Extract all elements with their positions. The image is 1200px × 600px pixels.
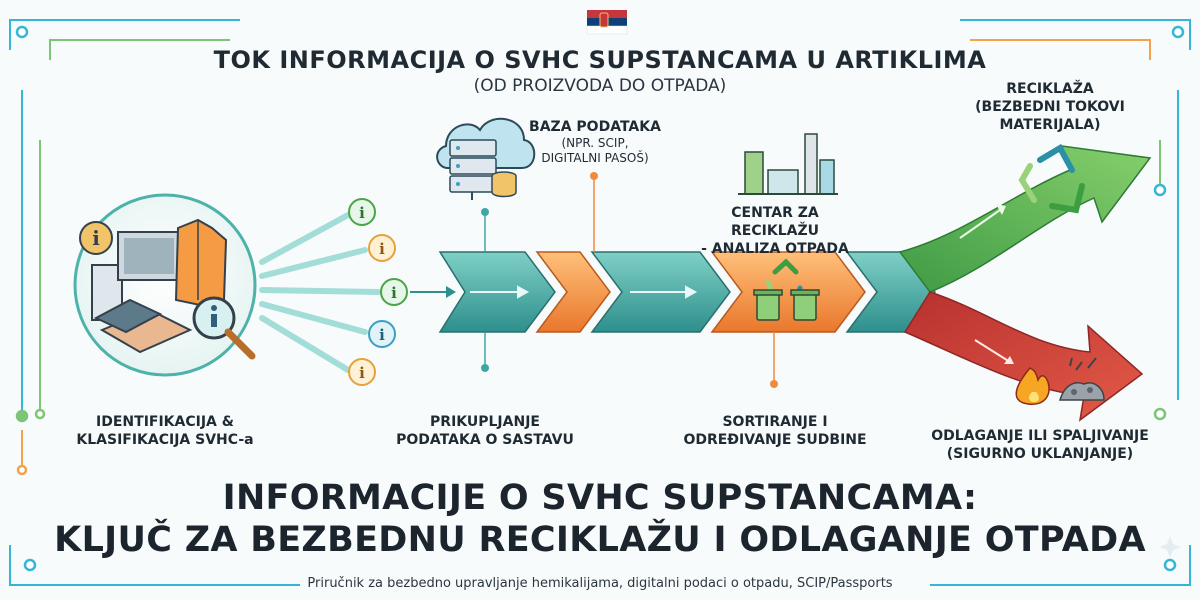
info-icon: i — [368, 234, 396, 262]
identification-illustration: i — [73, 193, 257, 377]
sparkle-icon — [1159, 536, 1181, 558]
fabric-icon — [93, 298, 193, 354]
computer-icon — [91, 231, 181, 321]
info-icon: i — [79, 221, 113, 255]
factory-icon — [738, 133, 838, 195]
flow-entry-arrow — [410, 286, 456, 298]
chevron-recycling-center — [710, 251, 866, 333]
label-collection: PRIKUPLJANJE PODATAKA O SASTAVU — [396, 414, 574, 448]
footer-note: Priručnik za bezbedno upravljanje hemika… — [307, 576, 893, 591]
svg-text:i: i — [359, 204, 365, 222]
trash-bin-icon — [753, 289, 820, 321]
fire-icon — [1015, 367, 1050, 405]
jacket-icon — [174, 218, 228, 307]
data-rays — [259, 212, 381, 373]
frame-nodes — [15, 25, 1185, 572]
frame-decoration — [9, 19, 1191, 586]
page-subtitle: (OD PROIZVODA DO OTPADA) — [473, 76, 727, 96]
svg-text:i: i — [359, 364, 365, 382]
svg-text:i: i — [379, 326, 385, 344]
svg-text:i: i — [391, 284, 397, 302]
info-icon: i — [348, 198, 376, 226]
label-identification: IDENTIFIKACIJA & KLASIFIKACIJA SVHC-a — [76, 414, 254, 448]
serbian-flag-icon — [586, 10, 628, 35]
label-database: BAZA PODATAKA (NPR. SCIP, DIGITALNI PASO… — [529, 119, 661, 165]
chevron-database — [535, 251, 611, 333]
label-recycling-center: CENTAR ZA RECIKLAŽU - ANALIZA OTPADA — [701, 205, 849, 257]
headline-line2: KLJUČ ZA BEZBEDNU RECIKLAŽU I ODLAGANJE … — [54, 520, 1146, 560]
branch-recycling-arrow — [898, 145, 1152, 293]
cloud-server-icon — [436, 117, 536, 200]
page-title: TOK INFORMACIJA O SVHC SUPSTANCAMA U ART… — [213, 46, 987, 74]
label-sorting: SORTIRANJE I ODREĐIVANJE SUDBINE — [683, 414, 867, 448]
svg-text:i: i — [379, 240, 385, 258]
info-icon: i — [368, 320, 396, 348]
label-disposal: ODLAGANJE ILI SPALJIVANJE (SIGURNO UKLAN… — [931, 428, 1149, 462]
info-icon: i — [348, 358, 376, 386]
label-recycling: RECIKLAŽA (BEZBEDNI TOKOVI MATERIJALA) — [975, 81, 1125, 133]
magnifier-icon — [192, 296, 256, 360]
recycle-icon — [1018, 143, 1085, 214]
svg-text:i: i — [92, 226, 100, 250]
headline-line1: INFORMACIJE O SVHC SUPSTANCAMA: — [222, 478, 978, 518]
flow-arrows — [470, 285, 698, 299]
label-connectors — [481, 172, 778, 388]
debris-icon — [1059, 357, 1105, 401]
info-icon: i — [380, 278, 408, 306]
info-icon-row: i i i i i — [348, 198, 408, 386]
